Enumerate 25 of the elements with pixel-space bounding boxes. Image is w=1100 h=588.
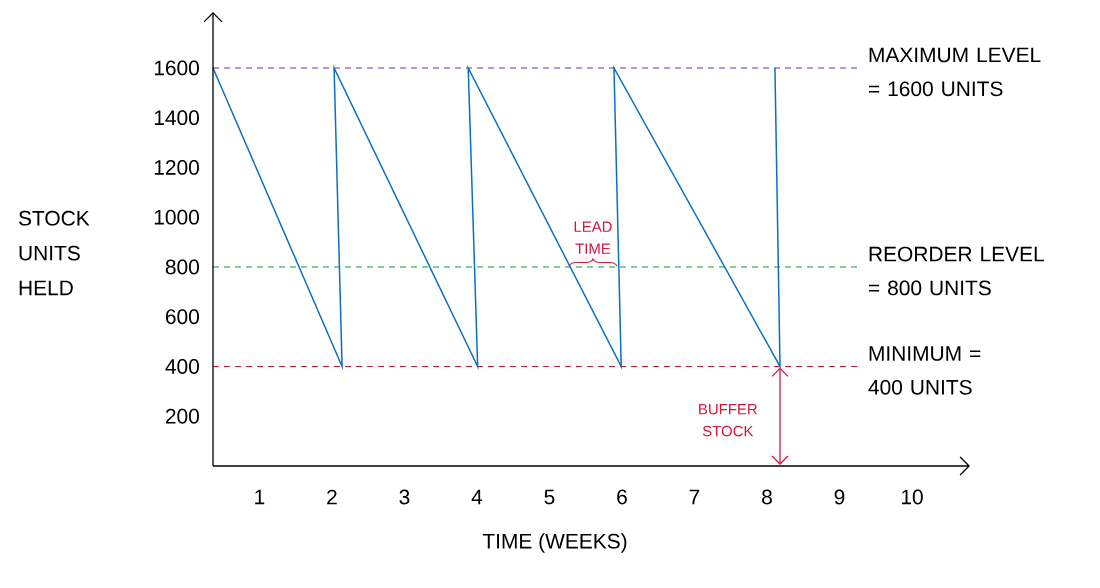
- tick-label: 2: [327, 489, 337, 505]
- tick-label: 8: [762, 489, 772, 505]
- tick-label: 600: [165, 309, 199, 325]
- tick-label: 1600: [154, 60, 199, 76]
- tick-label: 3: [399, 489, 410, 505]
- tick-label: 400: [165, 359, 199, 374]
- annotation-label: BUFFER STOCK: [699, 404, 757, 437]
- level-label: MINIMUM = 400 UNITS: [868, 346, 981, 395]
- tick-label: 200: [165, 408, 199, 424]
- axis-title: STOCK UNITS HELD: [18, 210, 90, 296]
- axis-title: TIME (WEEKS): [482, 533, 627, 553]
- tick-label: 1000: [154, 209, 199, 225]
- tick-label: 7: [689, 489, 700, 505]
- level-label: MAXIMUM LEVEL = 1600 UNITS: [869, 47, 1041, 97]
- tick-label: 1: [255, 489, 265, 505]
- tick-label: 1200: [154, 160, 199, 175]
- tick-label: 6: [617, 489, 627, 505]
- tick-label: 1400: [154, 110, 199, 126]
- tick-label: 9: [834, 489, 845, 505]
- tick-label: 5: [544, 489, 555, 505]
- tick-label: 10: [901, 489, 923, 505]
- tick-label: 800: [165, 259, 199, 275]
- annotation-label: LEAD TIME: [574, 221, 612, 254]
- tick-label: 4: [471, 489, 483, 505]
- level-label: REORDER LEVEL = 800 UNITS: [869, 246, 1044, 296]
